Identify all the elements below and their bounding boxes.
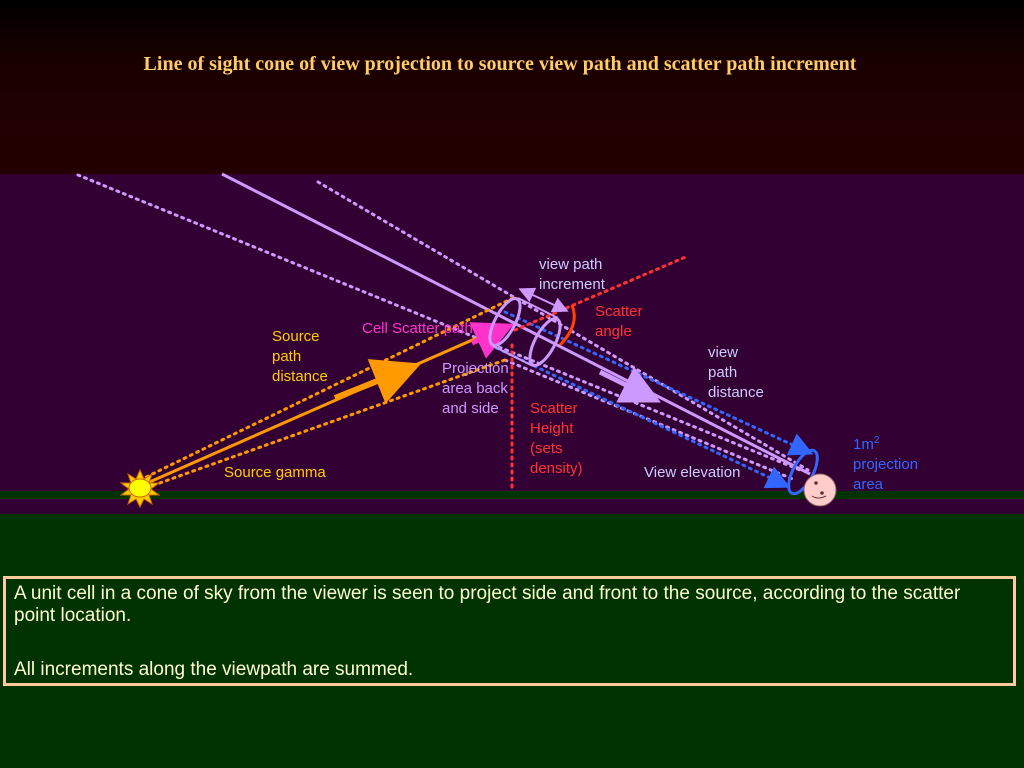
cell-scatter-path-arrow [469,322,515,359]
scatter-angle-label: Scatter angle [595,303,643,340]
caption-box: A unit cell in a cone of sky from the vi… [3,576,1016,686]
scatter-direction-line [513,254,690,332]
cell-bottom-edge [492,345,534,367]
diagram-title: Line of sight cone of view projection to… [143,53,857,75]
sun-icon [119,468,161,509]
projection-1m2-superscript: 2 [873,435,880,446]
source-cone-upper-edge [138,295,517,482]
view-cone-upper-edge [76,173,802,472]
projection-1m2-label: 1m2 projection area [853,431,918,495]
cell-back-ellipse [488,297,522,347]
view-path-increment-arrow [518,287,569,313]
source-path-arrow [333,359,422,404]
projection-1m2-rest: projection area [853,456,919,493]
ground-horizon-line [0,491,1024,499]
cell-scatter-path-label: Cell Scatter path [362,320,473,337]
scatter-angle-arc [558,304,576,347]
viewer-eye-icon [803,473,837,507]
projection-area-label: Projection area back and side [442,360,509,417]
cell-top-edge [517,297,559,319]
scatter-height-label: Scatter Height (sets density) [530,400,583,477]
sky-top-band [0,0,1024,174]
source-gamma-label: Source gamma [224,464,326,481]
source-cone-lower-edge [138,358,507,492]
view-path-distance-label: view path distance [708,344,764,401]
caption-paragraph-1: A unit cell in a cone of sky from the vi… [14,583,961,626]
ground-band [0,514,1024,768]
caption-paragraph-2: All increments along the viewpath are su… [14,659,414,680]
source-path-distance-label: Source path distance [272,328,328,385]
view-path-arrow [598,366,661,403]
view-cone-blue-edge-lower [488,343,791,489]
projection-1m2-prefix: 1m [853,436,874,453]
source-path-line [144,328,496,486]
view-path-increment-label: view path increment [539,256,605,293]
view-elevation-label: View elevation [644,464,741,481]
